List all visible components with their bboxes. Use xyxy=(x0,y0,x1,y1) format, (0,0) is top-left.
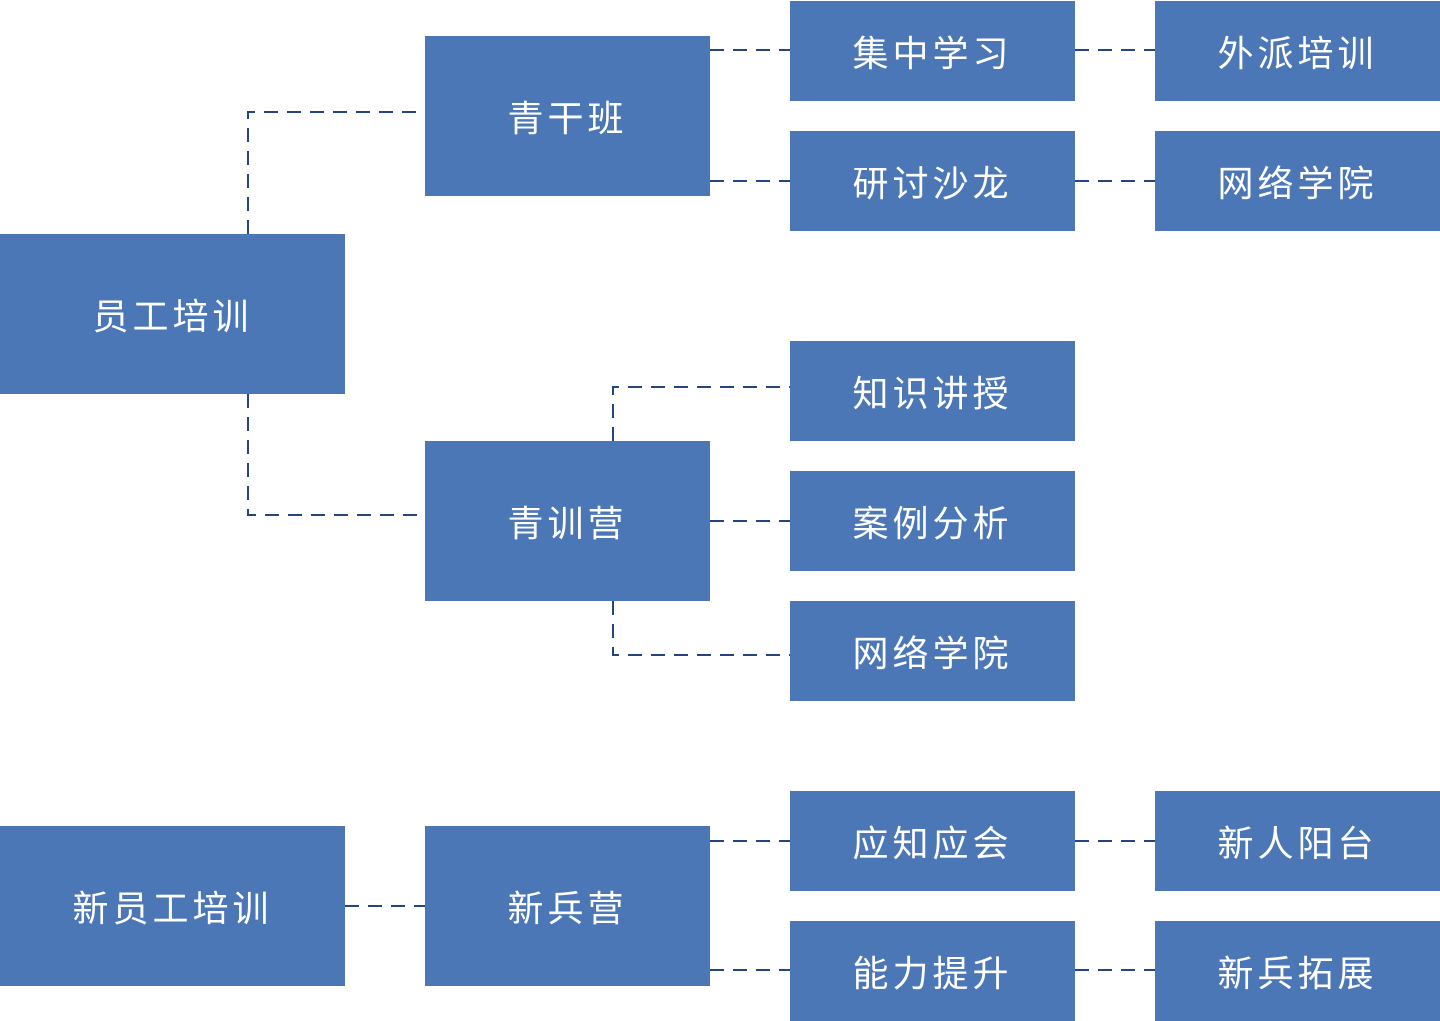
connector-staff-to-youth-cadre xyxy=(247,111,425,234)
node-skill-improvement: 能力提升 xyxy=(790,921,1075,1021)
node-online-academy-camp: 网络学院 xyxy=(790,601,1075,701)
node-new-staff-training: 新员工培训 xyxy=(0,826,345,986)
node-youth-training-camp: 青训营 xyxy=(425,441,710,601)
node-youth-cadre-class: 青干班 xyxy=(425,36,710,196)
node-online-academy-cadre: 网络学院 xyxy=(1155,131,1440,231)
node-seminar-salon: 研讨沙龙 xyxy=(790,131,1075,231)
node-recruit-camp: 新兵营 xyxy=(425,826,710,986)
node-case-analysis: 案例分析 xyxy=(790,471,1075,571)
node-newcomer-stage: 新人阳台 xyxy=(1155,791,1440,891)
node-staff-training: 员工培训 xyxy=(0,234,345,394)
node-external-training: 外派培训 xyxy=(1155,1,1440,101)
connector-camp-to-lecture xyxy=(612,386,790,441)
connector-staff-to-youth-camp xyxy=(247,394,425,516)
node-knowledge-lecture: 知识讲授 xyxy=(790,341,1075,441)
connector-camp-to-online xyxy=(612,601,790,656)
node-focused-study: 集中学习 xyxy=(790,1,1075,101)
node-recruit-outreach: 新兵拓展 xyxy=(1155,921,1440,1021)
node-essential-knowledge: 应知应会 xyxy=(790,791,1075,891)
